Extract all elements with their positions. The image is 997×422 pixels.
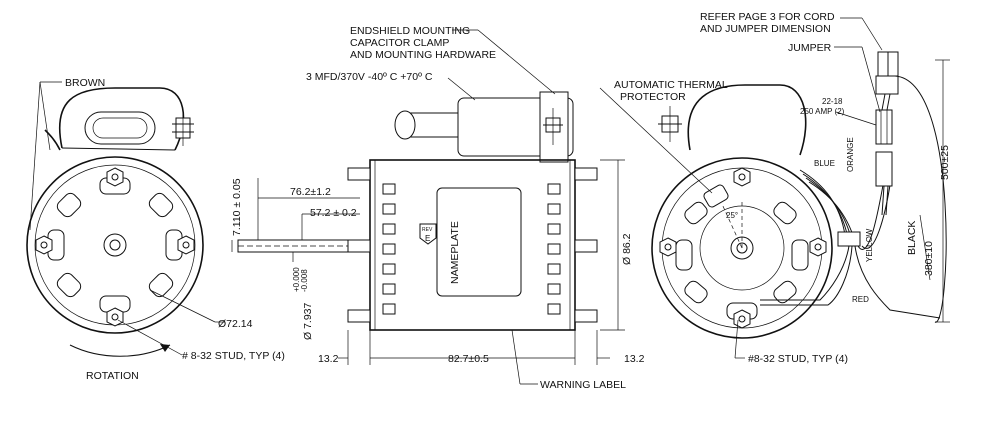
- motor-body: [369, 159, 576, 331]
- dim-82-label: 82.7±0.5: [448, 353, 489, 365]
- right-end-view: 25° 500±: [599, 11, 951, 365]
- right-cap-body: [687, 84, 807, 156]
- dim-57-label: 57.2 ± 0.2: [310, 207, 357, 219]
- endshield-label-2: CAPACITOR CLAMP: [350, 37, 449, 49]
- stud-left-label: # 8-32 STUD, TYP (4): [182, 350, 285, 362]
- angle-label: 25°: [726, 211, 738, 220]
- thermal-label-2: PROTECTOR: [620, 91, 686, 103]
- dia-72-label: Ø72.14: [218, 318, 253, 330]
- rotation-arrowhead: [160, 344, 170, 352]
- capacitor-loop: [394, 110, 416, 140]
- left-cap-slot-inner: [92, 117, 148, 139]
- dim-7110-label: 7.110 ± 0.05: [231, 178, 243, 236]
- dim-13-right-label: 13.2: [624, 353, 645, 365]
- wire-red-label: RED: [852, 295, 869, 304]
- left-cap-body: [58, 87, 185, 151]
- wire-blue-label: BLUE: [814, 159, 835, 168]
- tol-plus-label: +0.000: [292, 267, 301, 292]
- rotation-label: ROTATION: [86, 370, 139, 382]
- dim-76-label: 76.2±1.2: [290, 186, 331, 198]
- capacitor-label: 3 MFD/370V -40º C +70º C: [306, 71, 433, 83]
- wire-yellow-label: YELLOW: [865, 228, 874, 262]
- center-side-view: NAMEPLATE REV E 76.2±1.2 57.2 ± 0.2 7.11…: [231, 25, 645, 391]
- left-frame-circle: [26, 156, 204, 334]
- amp-label-1: 22-18: [822, 97, 843, 106]
- rev-letter-label: E: [425, 234, 430, 243]
- right-screw-icon: [658, 106, 682, 142]
- wire-black-label: BLACK: [906, 221, 918, 255]
- dim-380-label: 380±10: [923, 241, 935, 276]
- dim-13-left-label: 13.2: [318, 353, 339, 365]
- thermal-protector: [703, 184, 729, 208]
- thermal-label-1: AUTOMATIC THERMAL: [614, 79, 728, 91]
- left-end-view: BROWN Ø72.14 # 8-32 STUD, TYP (4) ROTATI…: [26, 77, 285, 382]
- endshield-label-3: AND MOUNTING HARDWARE: [350, 49, 496, 61]
- center-screw-icon: [543, 108, 563, 145]
- refer-label-1: REFER PAGE 3 FOR CORD: [700, 11, 835, 23]
- center-body-slots: [382, 183, 561, 315]
- nameplate-box: [436, 187, 522, 297]
- refer-label-2: AND JUMPER DIMENSION: [700, 23, 831, 35]
- endshield-label-1: ENDSHIELD MOUNTING: [350, 25, 470, 37]
- rev-top-label: REV: [422, 227, 433, 233]
- brown-label: BROWN: [65, 77, 105, 89]
- cord-loop: [894, 75, 947, 323]
- tol-minus-label: -0.008: [300, 269, 309, 292]
- dim-500-label: 500±25: [939, 145, 951, 180]
- center-stud-icons: [344, 167, 598, 323]
- left-cap-slot: [84, 111, 156, 145]
- wire-bundle: [760, 169, 941, 319]
- left-stud-icons: [35, 167, 195, 327]
- stud-right-label: #8-32 STUD, TYP (4): [748, 353, 848, 365]
- rotation-arrow: [69, 344, 171, 357]
- right-frame-circle: [651, 157, 833, 339]
- left-shaft: [103, 233, 127, 257]
- jumper-label: JUMPER: [788, 42, 832, 54]
- nameplate-label: NAMEPLATE: [449, 221, 461, 284]
- right-vent-slots: [675, 201, 809, 320]
- rev-shield-icon: [419, 223, 437, 245]
- wire-orange-label: ORANGE: [846, 137, 855, 172]
- jumper-connectors: [875, 51, 899, 216]
- dim-7937-label: Ø 7.937: [302, 302, 314, 340]
- warning-label: WARNING LABEL: [540, 379, 626, 391]
- left-screw-icon: [172, 110, 194, 146]
- brown-wire: [44, 129, 61, 151]
- dia-86-label: Ø 86.2: [621, 233, 633, 265]
- amp-label-2: 250 AMP (2): [800, 107, 845, 116]
